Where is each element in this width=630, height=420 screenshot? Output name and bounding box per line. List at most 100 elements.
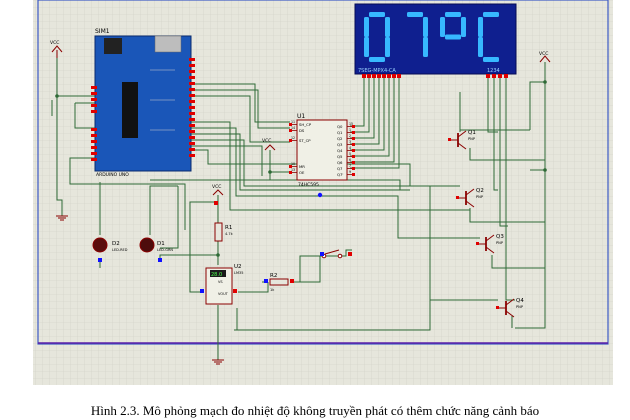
transistor-pin <box>456 196 459 199</box>
arduino-board[interactable]: SIM1 ARDUINO UNO <box>91 28 195 178</box>
transistor-emitter <box>505 298 515 306</box>
vcc-symbol-right[interactable]: VCC <box>539 51 551 63</box>
shift-register-pin <box>352 155 355 158</box>
led-d1-ref: D1 <box>157 241 165 247</box>
arduino-pin <box>189 130 195 133</box>
vcc-symbol-sensor[interactable]: VCC <box>212 184 224 196</box>
vcc-label-left: VCC <box>50 40 59 46</box>
display-segment <box>423 37 428 57</box>
arduino-pin <box>91 134 97 137</box>
ground-symbol-left[interactable] <box>56 215 68 221</box>
arduino-pin <box>91 146 97 149</box>
shift-register-pin-number: 1 <box>349 128 351 132</box>
shift-register-pin <box>352 125 355 128</box>
display-port-label: 1234 <box>487 68 500 74</box>
led-d2[interactable]: D2 LED-RED <box>92 237 128 253</box>
arduino-pins-left <box>91 86 97 161</box>
display-segment <box>445 12 461 17</box>
display-segment <box>483 57 499 62</box>
transistor-emitter <box>485 234 495 242</box>
arduino-usb-port <box>154 35 182 53</box>
arduino-pins-right <box>189 58 195 157</box>
vcc-label-right: VCC <box>539 51 548 57</box>
shift-register-pin-number: 12 <box>291 136 295 140</box>
push-button-switch[interactable] <box>320 249 352 259</box>
wire-junctions <box>55 80 547 257</box>
arduino-body <box>94 35 192 172</box>
sensor-ref: U2 <box>234 264 242 270</box>
sensor-pin-vout: VOUT <box>218 292 229 296</box>
shift-register-pin-label: OE <box>299 170 305 175</box>
transistor-collector <box>505 310 515 318</box>
transistor-type: PNP <box>468 137 476 141</box>
led-d1[interactable]: D1 LED-GRN <box>139 237 173 253</box>
vcc-symbol-u1[interactable]: VCC <box>262 138 276 151</box>
arduino-mcu-chip <box>122 82 138 138</box>
seven-segment-display[interactable]: 7SEG-MPX4-CA 1234 <box>354 3 517 78</box>
arduino-pin <box>189 88 195 91</box>
resistor-r1-value: 4.7k <box>225 232 234 236</box>
arduino-pin <box>91 92 97 95</box>
display-segment <box>364 17 369 37</box>
temperature-sensor-lm35[interactable]: 28.0 U2 LM35 VS VOUT <box>200 264 243 305</box>
display-segment <box>369 12 385 17</box>
led-d1-value: LED-GRN <box>157 248 173 252</box>
sensor-readout-bg <box>210 270 226 277</box>
shift-register-pin-number: 4 <box>349 146 351 150</box>
resistor-r2-ref: R2 <box>270 273 277 279</box>
transistor-pin <box>448 138 451 141</box>
arduino-pin <box>189 124 195 127</box>
display-segment <box>478 37 483 57</box>
resistor-r1[interactable]: R1 4.7k <box>214 222 234 242</box>
arduino-pin <box>189 112 195 115</box>
display-segment <box>385 17 390 37</box>
shift-register-pin <box>352 137 355 140</box>
shift-register-pin <box>352 149 355 152</box>
sheet-border <box>37 0 609 345</box>
shift-register-pin-number: 14 <box>291 126 295 130</box>
led-d1-body <box>139 237 155 253</box>
arduino-pin <box>189 118 195 121</box>
resistor-r1-body <box>214 222 223 242</box>
arduino-pin <box>189 142 195 145</box>
transistor-ref: Q2 <box>476 188 484 194</box>
vcc-label-sensor: VCC <box>212 184 221 190</box>
arduino-pin <box>189 100 195 103</box>
resistor-r2[interactable]: R2 1k <box>269 273 289 292</box>
shift-register-pin-number: 11 <box>291 120 295 124</box>
display-digit <box>478 12 499 62</box>
figure-caption: Hình 2.3. Mô phỏng mạch đo nhiệt độ khôn… <box>90 403 540 418</box>
resistor-r2-body <box>269 278 289 286</box>
arduino-pin <box>189 94 195 97</box>
shift-register-pin <box>352 167 355 170</box>
shift-register-model: 74HC595 <box>298 182 319 188</box>
resistor-r1-ref: R1 <box>225 225 232 231</box>
display-digit <box>407 12 428 57</box>
vcc-symbol-left[interactable]: VCC <box>50 40 63 58</box>
display-segment <box>478 17 483 37</box>
shift-register-pin-number: 9 <box>349 170 351 174</box>
arduino-power-jack <box>104 38 122 54</box>
led-d2-value: LED-RED <box>112 248 128 252</box>
ground-symbol-bottom[interactable] <box>212 359 224 365</box>
arduino-pin <box>91 158 97 161</box>
wires <box>51 58 546 360</box>
arduino-pin <box>91 140 97 143</box>
shift-register-pin-label: Q3 <box>337 142 343 147</box>
arduino-pin <box>189 58 195 61</box>
display-digit <box>364 12 390 62</box>
shift-register-pin-number: 7 <box>349 164 351 168</box>
shift-register-pin-number: 13 <box>291 168 295 172</box>
transistor-emitter <box>457 130 467 138</box>
transistor-ref: Q3 <box>496 234 504 240</box>
transistor-emitter <box>465 188 475 196</box>
